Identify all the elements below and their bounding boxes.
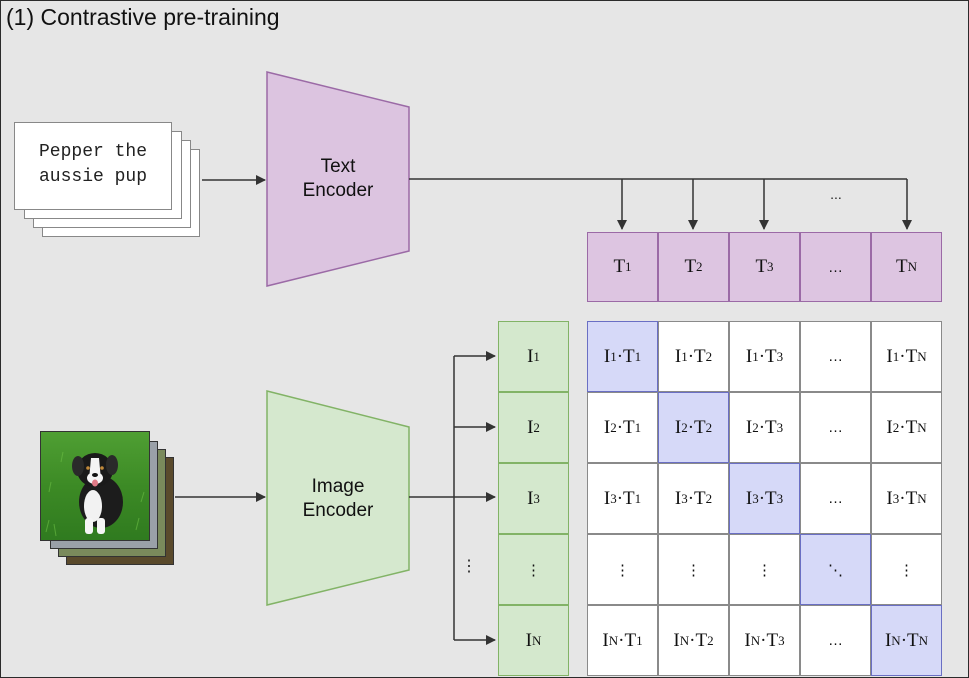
- matrix-cell-3-4: …: [800, 463, 871, 534]
- text-card: Pepper the aussie pup: [14, 122, 172, 210]
- diagonal-cell-4-4: ⋱: [800, 534, 871, 605]
- image-encoder-shape: [266, 390, 410, 606]
- matrix-cell-4-5: ⋮: [871, 534, 942, 605]
- matrix-cell-4-1: ⋮: [587, 534, 658, 605]
- dog-photo: [40, 431, 150, 541]
- matrix-cell-2-4: …: [800, 392, 871, 463]
- ellipsis-left-image-embeddings: ⋮: [461, 558, 477, 575]
- ellipsis-above-text-embeddings: ...: [830, 186, 842, 202]
- text-encoder-label: Text Encoder: [302, 156, 374, 201]
- matrix-cell-5-4: …: [800, 605, 871, 676]
- matrix-cell-1-4: …: [800, 321, 871, 392]
- dog-illustration: [41, 432, 149, 540]
- text-caption: Pepper the aussie pup: [38, 142, 148, 187]
- matrix-cell-4-2: ⋮: [658, 534, 729, 605]
- image-embedding-ellipsis: ⋮: [498, 534, 569, 605]
- text-embedding-ellipsis: …: [800, 232, 871, 302]
- matrix-cell-4-3: ⋮: [729, 534, 800, 605]
- image-encoder-label: Image Encoder: [302, 476, 374, 521]
- diagram-title: (1) Contrastive pre-training: [6, 4, 280, 30]
- text-encoder-shape: [266, 71, 410, 287]
